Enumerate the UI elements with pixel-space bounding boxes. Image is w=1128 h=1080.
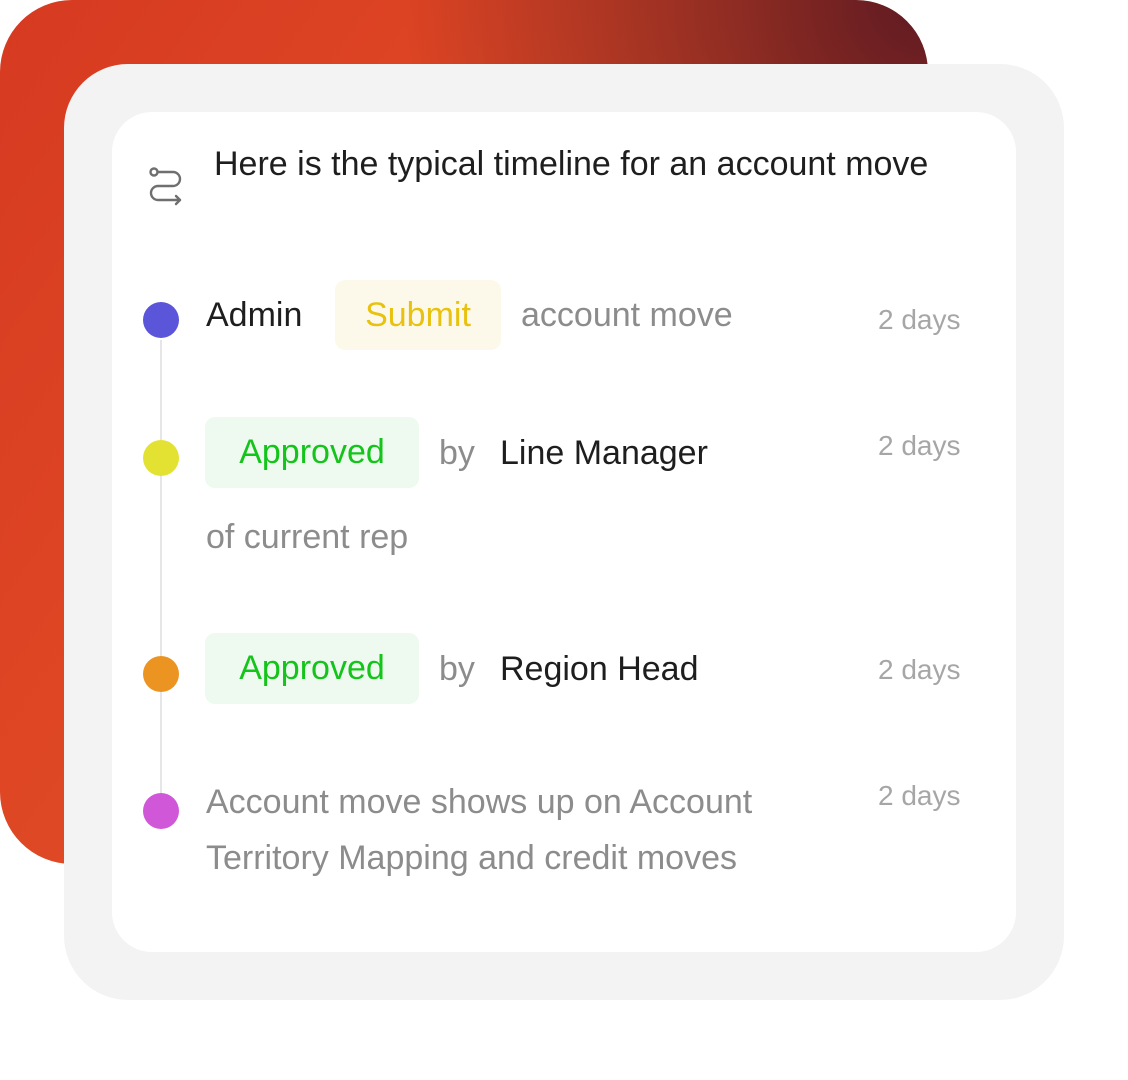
timeline-dot-mapping	[143, 793, 179, 829]
submit-badge: Submit	[335, 280, 501, 350]
route-icon	[149, 167, 182, 206]
timeline-connector	[160, 340, 162, 810]
step2-duration: 2 days	[878, 430, 961, 461]
step1-duration: 2 days	[878, 304, 961, 335]
approved-badge-line-manager: Approved	[205, 417, 419, 488]
step2-detail: of current rep	[206, 518, 409, 556]
step3-duration: 2 days	[878, 654, 961, 685]
timeline-title: Here is the typical timeline for an acco…	[214, 145, 929, 183]
timeline-dot-line-manager	[143, 440, 179, 476]
step2-by: by	[439, 434, 475, 472]
approved-badge-region-head: Approved	[205, 633, 419, 704]
step1-object: account move	[521, 296, 733, 334]
step4-duration: 2 days	[878, 780, 961, 811]
step3-by: by	[439, 650, 475, 688]
step1-actor: Admin	[206, 296, 303, 334]
step4-description: Account move shows up on Account Territo…	[206, 783, 753, 877]
timeline-dot-region-head	[143, 656, 179, 692]
timeline-dot-submit	[143, 302, 179, 338]
timeline-card	[112, 112, 1016, 952]
step3-actor: Region Head	[500, 650, 699, 688]
step2-actor: Line Manager	[500, 434, 708, 472]
